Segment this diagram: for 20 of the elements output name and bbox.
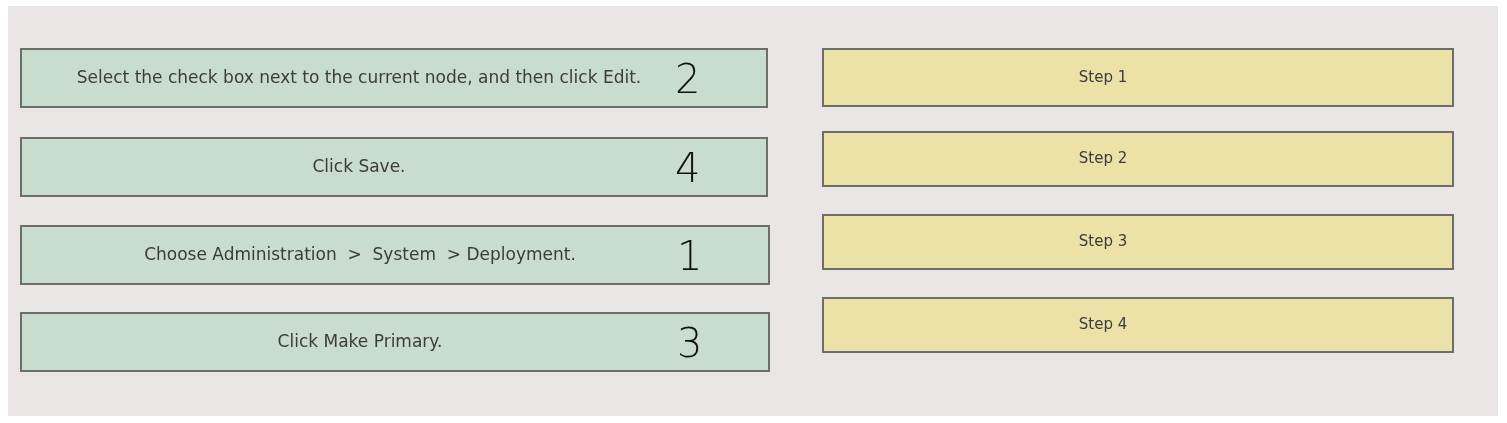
option-text: Choose Administration > System > Deployment.	[144, 245, 576, 265]
option-text: Click Make Primary.	[277, 332, 443, 352]
option-text: Step 3	[1078, 233, 1128, 251]
answer-option	[20, 312, 770, 372]
handwritten-number: 2	[675, 56, 701, 102]
step-slot	[822, 48, 1454, 107]
step-slot	[822, 214, 1454, 270]
step-slot	[822, 131, 1454, 187]
option-text: Step 1	[1078, 68, 1128, 87]
option-text: Select the check box next to the current node, and then click Edit.	[76, 68, 642, 88]
answer-option	[20, 225, 770, 285]
option-text: Click Save.	[312, 157, 406, 177]
handwritten-number: 4	[675, 145, 701, 191]
answer-option	[20, 48, 768, 108]
option-text: Step 2	[1078, 150, 1128, 168]
answer-option	[20, 137, 768, 197]
step-slot	[822, 297, 1454, 353]
handwritten-number: 1	[677, 233, 703, 279]
handwritten-number: 3	[677, 320, 703, 366]
option-text: Step 4	[1078, 316, 1128, 334]
